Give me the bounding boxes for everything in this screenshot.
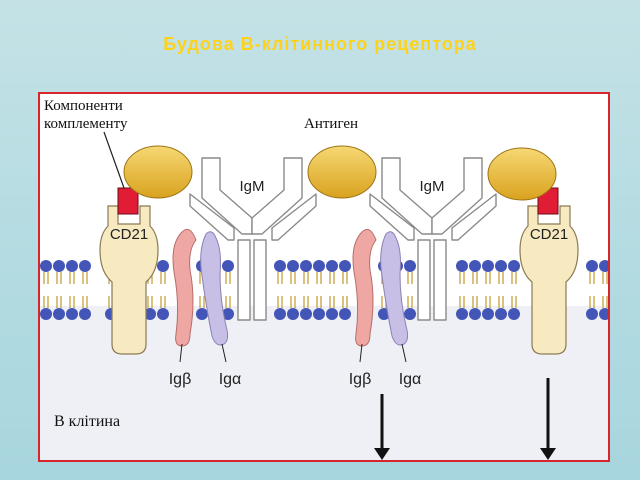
lipid-head (599, 260, 608, 272)
ig-beta-right-label: Igβ (349, 371, 372, 388)
lipid-head (53, 260, 65, 272)
ig-alpha-right-label: Igα (399, 371, 422, 388)
lipid-head (79, 308, 91, 320)
igm-left-label: IgM (239, 178, 264, 195)
lipid-head (66, 308, 78, 320)
signal-arrow-center (374, 394, 390, 460)
ig-beta-left-label: Igβ (169, 371, 192, 388)
ig-alpha-left-label: Igα (219, 371, 242, 388)
lipid-head (274, 260, 286, 272)
signal-arrow-right (540, 378, 556, 460)
lipid-head (495, 308, 507, 320)
lipid-head (313, 260, 325, 272)
igm-left (189, 157, 317, 321)
diagram-frame: CD21 CD21 IgM (38, 92, 610, 462)
complement-label-line1: Компоненти (44, 98, 123, 114)
lipid-head (287, 308, 299, 320)
antigen-left (123, 145, 193, 199)
lipid-head (157, 260, 169, 272)
lipid-head (196, 308, 208, 320)
lipid-head (40, 308, 52, 320)
antigen-center (307, 145, 377, 199)
igm-right (369, 157, 497, 321)
lipid-head (300, 260, 312, 272)
lipid-head (144, 308, 156, 320)
lipid-head (469, 308, 481, 320)
lipid-head (482, 308, 494, 320)
ig-beta-left (172, 228, 197, 347)
lipid-head (79, 260, 91, 272)
lipid-head (482, 260, 494, 272)
bcr-diagram: CD21 CD21 IgM (40, 98, 608, 460)
lipid-head (326, 308, 338, 320)
cd21-right-label: CD21 (530, 226, 568, 243)
lipid-head (66, 260, 78, 272)
ig-label-pointers (179, 343, 407, 363)
lipid-head (313, 308, 325, 320)
igm-right-label: IgM (419, 178, 444, 195)
cd21-left-label: CD21 (110, 226, 148, 243)
lipid-head (456, 260, 468, 272)
lipid-head (300, 308, 312, 320)
lipid-head (222, 308, 234, 320)
lipid-head (326, 260, 338, 272)
lipid-head (586, 260, 598, 272)
lipid-head (339, 308, 351, 320)
lipid-head (287, 260, 299, 272)
lipid-head (222, 260, 234, 272)
complement-left (117, 187, 139, 215)
antigen-right (487, 147, 557, 201)
lipid-head (53, 308, 65, 320)
ig-beta-right (352, 228, 377, 347)
lipid-head (274, 308, 286, 320)
cell-label: В клітина (54, 413, 120, 430)
slide-title: Будова В-клітинного рецептора (163, 34, 477, 54)
lipid-head (599, 308, 608, 320)
lipid-head (495, 260, 507, 272)
lipid-head (339, 260, 351, 272)
lipid-head (456, 308, 468, 320)
cd21-right: CD21 (519, 205, 579, 355)
complement-label-line2: комплементу (44, 116, 128, 132)
cd21-left: CD21 (99, 205, 159, 355)
lipid-head (404, 308, 416, 320)
lipid-head (508, 308, 520, 320)
lipid-head (157, 308, 169, 320)
lipid-head (40, 260, 52, 272)
lipid-head (469, 260, 481, 272)
lipid-head (586, 308, 598, 320)
antigen-label: Антиген (304, 116, 358, 132)
lipid-head (508, 260, 520, 272)
ig-alpha-left (200, 231, 229, 346)
lipid-head (404, 260, 416, 272)
ig-alpha-right (380, 231, 409, 346)
complement-pointer-line (103, 131, 125, 189)
